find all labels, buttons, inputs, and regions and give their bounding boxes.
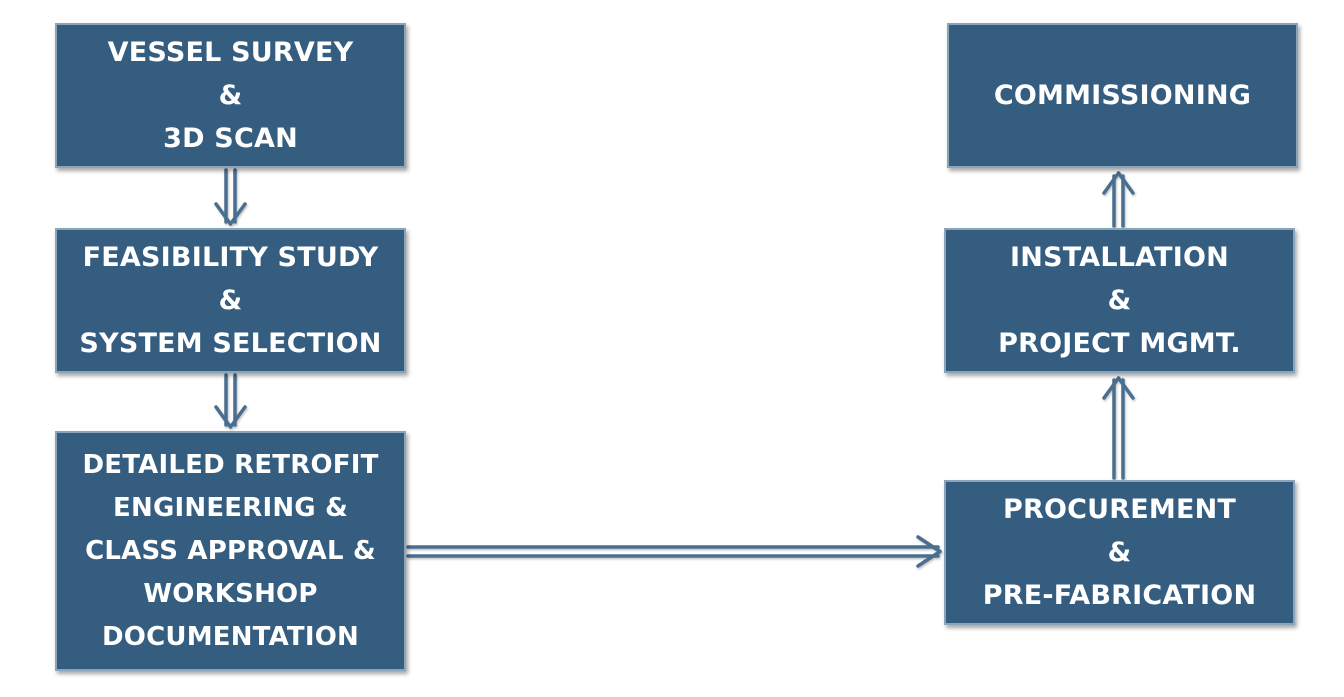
- step-label-line: PROCUREMENT: [1002, 494, 1237, 525]
- step-label-line: INSTALLATION: [1010, 242, 1229, 273]
- arrow-installation-to-commissioning: [1102, 171, 1135, 228]
- arrow-engineering-to-procurement: [406, 535, 942, 568]
- step-vessel-survey: VESSEL SURVEY & 3D SCAN: [55, 23, 406, 168]
- arrow-survey-to-feasibility: [214, 168, 247, 226]
- arrow-feasibility-to-engineering: [214, 373, 247, 429]
- step-detailed-engineering: DETAILED RETROFIT ENGINEERING & CLASS AP…: [55, 431, 406, 671]
- step-installation: INSTALLATION & PROJECT MGMT.: [944, 228, 1295, 373]
- step-label-line: FEASIBILITY STUDY: [82, 242, 379, 273]
- step-label-line: 3D SCAN: [163, 123, 298, 154]
- step-label-line: CLASS APPROVAL &: [85, 535, 376, 566]
- step-procurement: PROCUREMENT & PRE-FABRICATION: [944, 480, 1295, 625]
- step-label-line: &: [1107, 537, 1132, 568]
- step-label-line: DETAILED RETROFIT: [82, 449, 379, 480]
- step-feasibility-study: FEASIBILITY STUDY & SYSTEM SELECTION: [55, 228, 406, 373]
- step-label-line: PROJECT MGMT.: [998, 328, 1241, 359]
- step-label-line: SYSTEM SELECTION: [79, 328, 382, 359]
- step-label-line: &: [218, 285, 243, 316]
- step-label-line: &: [1107, 285, 1132, 316]
- arrow-procurement-to-installation: [1102, 376, 1135, 480]
- step-label-line: PRE-FABRICATION: [982, 580, 1257, 611]
- step-commissioning: COMMISSIONING: [947, 23, 1298, 168]
- step-label-line: &: [218, 80, 243, 111]
- step-label-line: COMMISSIONING: [993, 80, 1252, 111]
- step-label-line: VESSEL SURVEY: [107, 37, 354, 68]
- step-label-line: WORKSHOP: [143, 578, 318, 609]
- step-label-line: ENGINEERING &: [113, 492, 348, 523]
- step-label-line: DOCUMENTATION: [102, 621, 359, 652]
